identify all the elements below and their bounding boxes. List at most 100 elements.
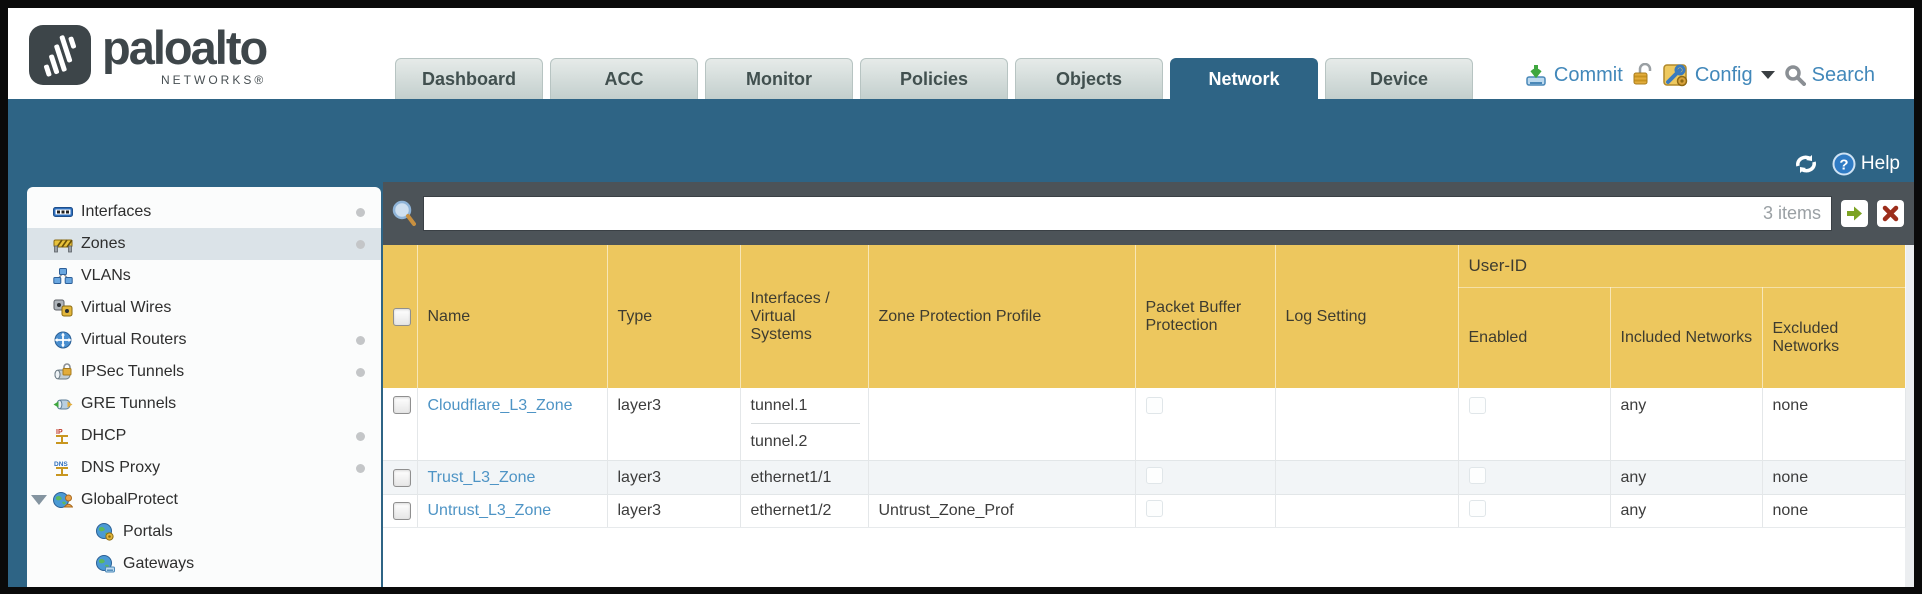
excluded-networks: none — [1772, 397, 1809, 414]
config-icon — [1663, 64, 1688, 87]
dns-proxy-icon: DNS — [54, 461, 68, 476]
items-count: 3 items — [1762, 203, 1821, 223]
config-menu-button[interactable]: Config — [1663, 63, 1775, 87]
apply-filter-button[interactable] — [1841, 200, 1868, 227]
sidebar-item-virtual-routers[interactable]: Virtual Routers — [27, 324, 381, 356]
global-actions: Commit Config — [1524, 63, 1875, 87]
brand-name: paloalto — [102, 21, 268, 74]
col-header-zone-protection[interactable]: Zone Protection Profile — [868, 245, 1136, 388]
select-all-cell — [383, 245, 418, 388]
dhcp-icon: IP — [56, 429, 68, 444]
sidebar-item-label: DNS Proxy — [81, 459, 161, 476]
tab-policies[interactable]: Policies — [860, 58, 1008, 99]
row-checkbox[interactable] — [393, 396, 411, 414]
gateways-icon — [96, 555, 115, 573]
paloalto-logo-icon — [29, 25, 91, 85]
tab-acc[interactable]: ACC — [550, 58, 698, 99]
packet-buffer-checkbox[interactable] — [1145, 466, 1163, 484]
zone-name-link[interactable]: Untrust_L3_Zone — [427, 502, 552, 519]
portals-icon — [96, 523, 114, 541]
sidebar-item-dhcp[interactable]: IP DHCP — [27, 420, 381, 452]
unlock-icon[interactable] — [1632, 63, 1654, 87]
expander-triangle-icon[interactable] — [31, 495, 47, 505]
search-label: Search — [1811, 63, 1875, 86]
table-row: Untrust_L3_Zone layer3 ethernet1/2 Untru… — [383, 494, 1906, 528]
user-id-enabled-checkbox[interactable] — [1468, 397, 1486, 414]
refresh-icon[interactable] — [1794, 153, 1818, 175]
select-all-checkbox[interactable] — [393, 307, 411, 326]
vlans-icon — [53, 268, 73, 284]
tab-objects[interactable]: Objects — [1015, 58, 1163, 99]
svg-text:IP: IP — [56, 429, 63, 436]
green-arrow-icon — [1847, 206, 1862, 221]
sidebar-item-label: Portals — [123, 523, 173, 540]
virtual-routers-icon — [54, 331, 72, 349]
zones-table-wrap: Name Type Interfaces / Virtual Systems Z… — [383, 245, 1906, 587]
excluded-networks: none — [1762, 460, 1906, 495]
help-button[interactable]: ? Help — [1832, 152, 1900, 176]
ipsec-tunnels-icon — [54, 363, 72, 380]
col-header-log-setting[interactable]: Log Setting — [1275, 245, 1459, 388]
included-networks: any — [1610, 460, 1763, 495]
log-setting — [1275, 494, 1459, 528]
sidebar-item-label: Zones — [81, 235, 126, 252]
teal-band: ? Help — [8, 99, 1914, 182]
zone-type: layer3 — [607, 460, 741, 495]
tab-monitor[interactable]: Monitor — [705, 58, 853, 99]
virtual-wires-icon — [53, 299, 73, 317]
zone-protection-profile: Untrust_Zone_Prof — [868, 494, 1136, 528]
sidebar-item-dns-proxy[interactable]: DNS DNS Proxy — [27, 452, 381, 484]
zone-name-link[interactable]: Trust_L3_Zone — [427, 468, 536, 486]
filter-input-box: 3 items — [423, 196, 1832, 231]
commit-label: Commit — [1553, 63, 1623, 86]
sidebar-item-ipsec-tunnels[interactable]: IPSec Tunnels — [27, 356, 381, 388]
packet-buffer-checkbox[interactable] — [1145, 500, 1163, 517]
sidebar-item-virtual-wires[interactable]: Virtual Wires — [27, 292, 381, 324]
search-button[interactable]: Search — [1784, 64, 1875, 87]
packet-buffer-checkbox[interactable] — [1145, 397, 1163, 414]
col-header-packet-buffer[interactable]: Packet Buffer Protection — [1135, 245, 1276, 388]
filter-input[interactable] — [424, 197, 1763, 230]
col-header-name[interactable]: Name — [417, 245, 608, 388]
row-checkbox[interactable] — [393, 502, 411, 520]
paloalto-logo: paloalto NETWORKS® — [28, 21, 268, 87]
svg-text:DNS: DNS — [54, 461, 68, 468]
tab-network[interactable]: Network — [1170, 58, 1318, 99]
sidebar-item-interfaces[interactable]: Interfaces — [27, 196, 381, 228]
main-nav-tabs: Dashboard ACC Monitor Policies Objects N… — [395, 58, 1473, 99]
commit-button[interactable]: Commit — [1524, 63, 1623, 87]
zone-type: layer3 — [617, 397, 662, 414]
sidebar-item-gre-tunnels[interactable]: GRE Tunnels — [27, 388, 381, 420]
zone-name-link[interactable]: Cloudflare_L3_Zone — [427, 397, 573, 414]
user-id-enabled-checkbox[interactable] — [1468, 466, 1486, 484]
sidebar-item-gateways[interactable]: Gateways — [27, 548, 381, 580]
sidebar-item-label: Virtual Routers — [81, 331, 187, 348]
sidebar-item-portals[interactable]: Portals — [27, 516, 381, 548]
status-dot — [356, 464, 365, 473]
user-id-enabled-checkbox[interactable] — [1468, 500, 1486, 517]
sidebar-item-globalprotect[interactable]: GlobalProtect — [27, 484, 381, 516]
col-header-excluded-networks[interactable]: Excluded Networks — [1762, 287, 1906, 388]
config-label: Config — [1694, 63, 1753, 86]
sidebar-item-zones[interactable]: Zones — [27, 228, 381, 260]
col-header-enabled[interactable]: Enabled — [1458, 287, 1611, 388]
status-dot — [356, 336, 365, 345]
zone-interface: ethernet1/2 — [740, 494, 869, 528]
log-setting — [1286, 388, 1450, 424]
clear-filter-button[interactable] — [1877, 200, 1904, 227]
table-row: Trust_L3_Zone layer3 ethernet1/1 any non… — [383, 460, 1906, 495]
col-header-interfaces[interactable]: Interfaces / Virtual Systems — [740, 245, 869, 388]
sidebar-item-label: Gateways — [123, 555, 195, 572]
zone-protection-profile — [879, 388, 1127, 424]
filter-bar: 3 items — [383, 182, 1914, 245]
col-header-type[interactable]: Type — [607, 245, 741, 388]
network-sidebar: Interfaces Zones — [27, 187, 381, 587]
tab-device[interactable]: Device — [1325, 58, 1473, 99]
sidebar-item-vlans[interactable]: VLANs — [27, 260, 381, 292]
tab-dashboard[interactable]: Dashboard — [395, 58, 543, 99]
globalprotect-icon — [53, 492, 73, 508]
row-checkbox[interactable] — [393, 468, 411, 487]
sidebar-item-label: GRE Tunnels — [81, 395, 177, 412]
help-label: Help — [1860, 153, 1900, 174]
col-header-included-networks[interactable]: Included Networks — [1610, 287, 1763, 388]
